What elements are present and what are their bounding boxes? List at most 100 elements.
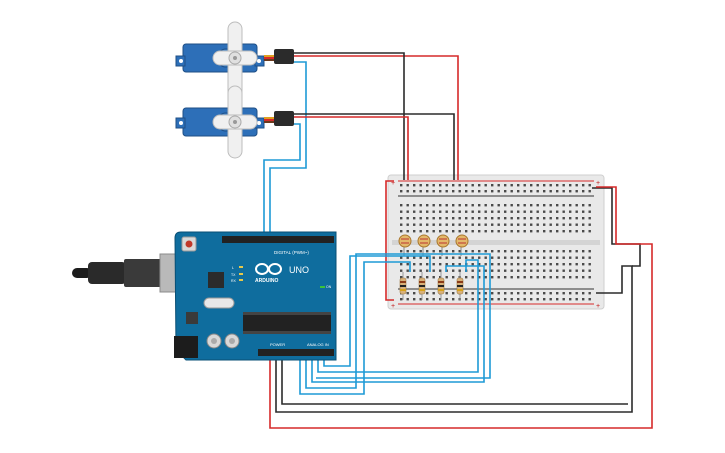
breadboard-hole [400,263,403,266]
wire-a3 [317,259,479,373]
breadboard-hole [582,292,585,295]
breadboard-hole [504,276,507,279]
breadboard-hole [562,263,565,266]
breadboard-hole [562,298,565,301]
breadboard-hole [406,223,409,226]
breadboard-hole [452,292,455,295]
breadboard-hole [497,184,500,187]
breadboard-hole [556,250,559,253]
servo-bottom[interactable] [175,85,265,159]
breadboard-hole [562,269,565,272]
breadboard-hole [426,217,429,220]
resistor-1[interactable] [399,272,407,300]
breadboard-hole [445,256,448,259]
breadboard-hole [530,210,533,213]
wire-servo2-signal [263,123,301,238]
breadboard-hole [523,217,526,220]
servo-bottom-connector[interactable] [274,111,294,126]
breadboard-hole [588,210,591,213]
breadboard-hole [523,250,526,253]
resistor-2[interactable] [418,272,426,300]
breadboard-hole [504,217,507,220]
breadboard-hole [510,223,513,226]
breadboard-hole [439,217,442,220]
breadboard-hole [562,230,565,233]
breadboard-hole [543,184,546,187]
breadboard-hole [491,210,494,213]
breadboard-hole [432,250,435,253]
breadboard-hole [439,269,442,272]
breadboard-hole [582,223,585,226]
breadboard-hole [452,230,455,233]
breadboard-hole [432,210,435,213]
breadboard-hole [478,298,481,301]
breadboard-hole [413,204,416,207]
servo-top[interactable] [175,21,265,99]
breadboard-hole [413,298,416,301]
breadboard-hole [426,184,429,187]
breadboard-hole [406,204,409,207]
breadboard-hole [413,292,416,295]
breadboard-hole [504,190,507,193]
resistor-3[interactable] [437,272,445,300]
wire-gnd-black-2 [281,357,628,405]
arduino-uno[interactable]: DIGITAL (PWM~) ARDUINO UNO L TX RX ON PO… [72,231,337,361]
breadboard-hole [543,256,546,259]
breadboard-hole [517,269,520,272]
breadboard-hole [497,276,500,279]
breadboard-hole [471,292,474,295]
breadboard-hole [504,230,507,233]
breadboard-hole [458,223,461,226]
resistor-4[interactable] [456,272,464,300]
breadboard-hole [517,217,520,220]
breadboard-hole [543,250,546,253]
breadboard-hole [562,223,565,226]
breadboard-hole [445,223,448,226]
breadboard-holes [400,184,591,301]
breadboard-hole [452,204,455,207]
breadboard-hole [497,263,500,266]
photoresistor-4[interactable] [455,234,469,256]
breadboard-hole [549,223,552,226]
servo-top-connector[interactable] [274,49,294,64]
breadboard-hole [400,269,403,272]
breadboard-hole [445,217,448,220]
breadboard-hole [588,292,591,295]
breadboard-hole [406,256,409,259]
breadboard-hole [510,184,513,187]
breadboard-hole [432,256,435,259]
breadboard-hole [491,276,494,279]
breadboard-hole [484,217,487,220]
breadboard-hole [536,292,539,295]
breadboard-hole [517,210,520,213]
breadboard-hole [445,250,448,253]
breadboard-hole [536,210,539,213]
wire-a4 [323,255,431,367]
rail-plus-sign-right: + [596,180,600,187]
breadboard-hole [523,276,526,279]
breadboard-hole [465,217,468,220]
breadboard-hole [400,298,403,301]
breadboard-hole [432,184,435,187]
wire-servo2-ground [294,113,455,180]
breadboard-hole [413,256,416,259]
breadboard-hole [523,256,526,259]
breadboard-hole [465,190,468,193]
photoresistor-2[interactable] [417,234,431,256]
breadboard-hole [582,256,585,259]
breadboard-hole [517,204,520,207]
breadboard-hole [575,298,578,301]
breadboard-hole [556,263,559,266]
breadboard-hole [575,190,578,193]
breadboard-hole [497,269,500,272]
breadboard[interactable]: + + + + [387,174,605,310]
rx-led-label: RX [231,279,237,283]
breadboard-hole [556,256,559,259]
breadboard-hole [491,223,494,226]
breadboard-hole [400,256,403,259]
breadboard-hole [491,204,494,207]
breadboard-hole [588,184,591,187]
breadboard-hole [588,190,591,193]
breadboard-hole [497,210,500,213]
